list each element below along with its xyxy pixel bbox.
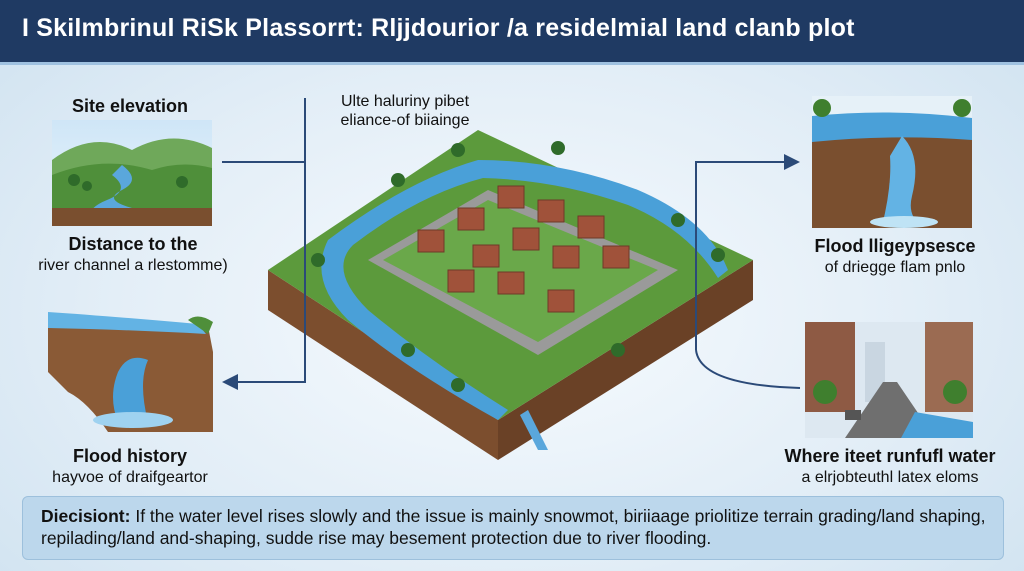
site-elevation-illustration <box>52 120 212 226</box>
center-annotation: Ulte haluriny pibet eliance-of biiainge <box>340 93 470 129</box>
flood-history-illustration <box>48 312 218 432</box>
label-distance-river: Distance to the river channel a rlestomm… <box>38 234 228 274</box>
flood-drainage-illustration <box>812 96 972 228</box>
header-bar: I Skilmbrinul RiSk Plassorrt: Rljjdourio… <box>0 0 1024 65</box>
decision-text: Diecisiont: If the water level rises slo… <box>41 505 991 549</box>
label-flood-drainage: Flood lligeypsesce of driegge flam pnlo <box>814 236 976 276</box>
label-site-elevation: Site elevation <box>71 96 189 116</box>
label-street-runoff: Where iteet runfufl water a elrjobteuthl… <box>784 446 996 486</box>
decision-box: Diecisiont: If the water level rises slo… <box>22 496 1004 560</box>
page-title: I Skilmbrinul RiSk Plassorrt: Rljjdourio… <box>22 14 855 42</box>
residential-plot-diagram <box>258 120 758 460</box>
decision-label: Diecisiont: <box>41 506 131 526</box>
street-runoff-illustration <box>805 322 973 438</box>
label-flood-history: Flood history hayvoe of draifgeartor <box>52 446 208 486</box>
decision-body: If the water level rises slowly and the … <box>41 506 986 548</box>
